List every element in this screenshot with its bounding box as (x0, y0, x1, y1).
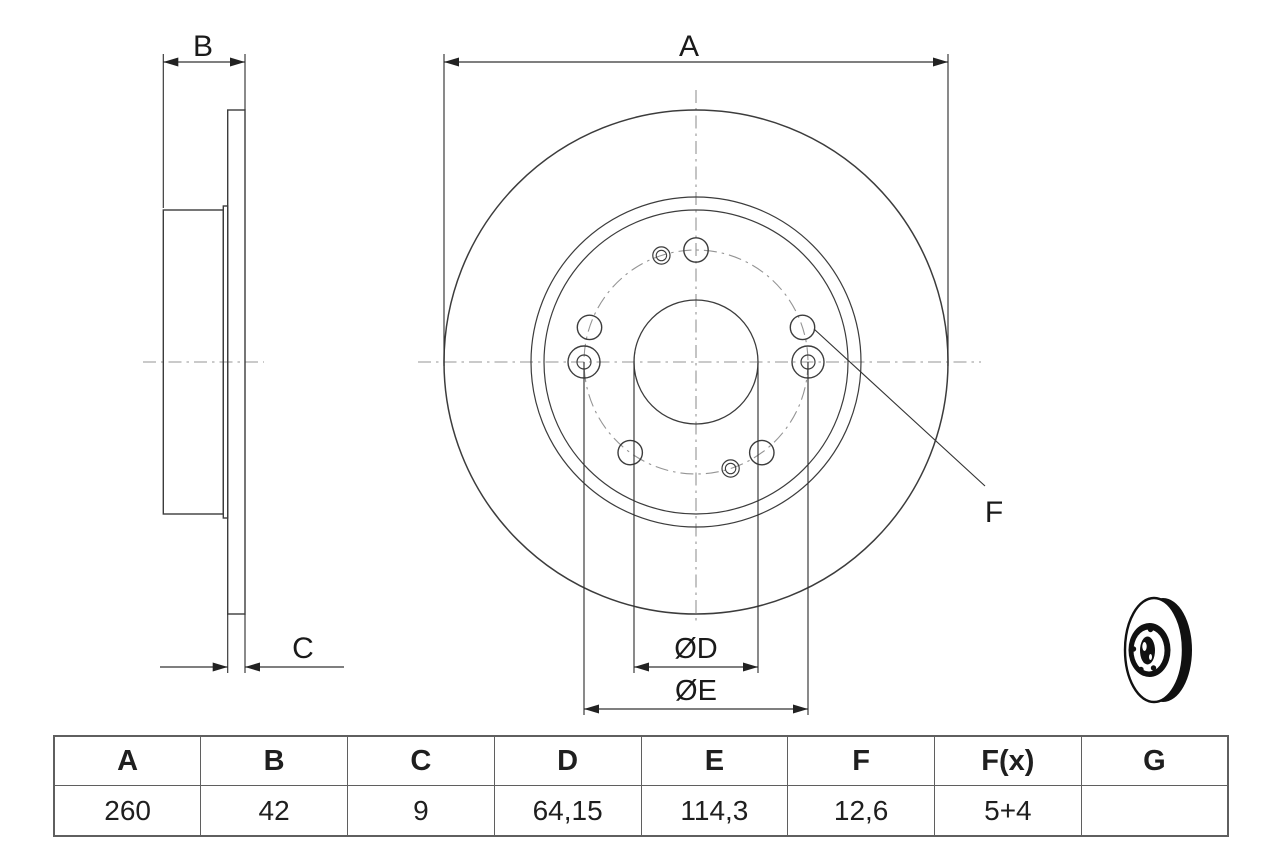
thumb-bolt-dot-right (1150, 665, 1157, 671)
spec-header-f: F (787, 735, 935, 786)
bolt-hole-top (683, 237, 709, 263)
hat-diameter-circle (543, 209, 849, 515)
spec-value-a: 260 (53, 785, 202, 837)
spec-value-fx: 5+4 (934, 785, 1082, 837)
bolt-hole-upper-right (789, 314, 816, 341)
spec-value-b: 42 (200, 785, 348, 837)
spec-header-d: D (493, 735, 642, 786)
spec-value-d: 64,15 (493, 785, 642, 837)
label-d: ØD (674, 633, 718, 665)
thumb-bore-highlight-2 (1149, 654, 1152, 660)
dim-a-arrow-left (444, 57, 459, 67)
label-f: F (985, 496, 1003, 529)
friction-ring-inner-circle (530, 196, 862, 528)
small-hole-lower-inner (724, 462, 737, 475)
dimension-group (160, 54, 986, 715)
spec-header-e: E (640, 735, 789, 786)
dimension-e (583, 362, 809, 715)
hat-section (162, 209, 225, 515)
spec-table-value-row: 260 42 9 64,15 114,3 12,6 5+4 (53, 785, 1229, 837)
spec-value-c: 9 (347, 785, 495, 837)
spec-value-e: 114,3 (640, 785, 789, 837)
dimension-spec-table: A B C D E F F(x) G 260 42 9 64,15 114,3 … (53, 735, 1229, 837)
thumb-bore-highlight (1142, 642, 1147, 651)
centerline-group (143, 90, 981, 624)
small-hole-lower-outer (721, 459, 740, 478)
dim-a-arrow-right (933, 57, 948, 67)
center-bore-circle (633, 299, 759, 425)
small-hole-upper-inner (655, 249, 668, 262)
dim-e-arrow-right (793, 704, 808, 714)
dimension-a (443, 54, 949, 366)
spec-value-f: 12,6 (787, 785, 935, 837)
dim-c-arrow-left (212, 662, 228, 672)
spec-header-fx: F(x) (934, 735, 1082, 786)
side-view (162, 109, 246, 615)
label-c: C (292, 632, 314, 665)
brake-disc-3d-thumbnail (1123, 596, 1192, 704)
spec-value-g (1080, 785, 1229, 837)
small-hole-upper-outer (652, 246, 671, 265)
brake-disc-drawing: A B C F ØD ØE (143, 30, 1192, 715)
dim-e-arrow-left (584, 704, 599, 714)
thumb-bolt-dot-top (1147, 626, 1154, 633)
dim-d-arrow-left (634, 662, 649, 672)
label-b: B (193, 30, 213, 63)
labels-group: A B C F ØD ØE (193, 30, 1003, 707)
bolt-hole-lower-right (748, 439, 775, 466)
thumb-bolt-dot-left (1130, 646, 1137, 652)
dimension-b (162, 54, 246, 208)
dim-c-arrow-right (245, 662, 260, 672)
thumb-center-bore (1140, 636, 1155, 665)
spec-table-header-row: A B C D E F F(x) G (53, 735, 1229, 786)
bolt-hole-upper-left (576, 314, 603, 341)
spec-header-b: B (200, 735, 348, 786)
spec-header-g: G (1080, 735, 1229, 786)
dim-b-arrow-right (230, 57, 245, 67)
dim-f-leader-line (813, 328, 986, 487)
label-e: ØE (675, 675, 717, 707)
spec-header-a: A (53, 735, 202, 786)
spec-header-c: C (347, 735, 495, 786)
dim-d-arrow-right (743, 662, 758, 672)
bolt-hole-lower-left (617, 439, 644, 466)
dim-b-arrow-left (163, 57, 179, 67)
thumb-bolt-dot-bottom (1138, 666, 1144, 673)
dimension-d (633, 363, 759, 673)
dimension-c (160, 614, 344, 673)
label-a: A (679, 30, 699, 63)
